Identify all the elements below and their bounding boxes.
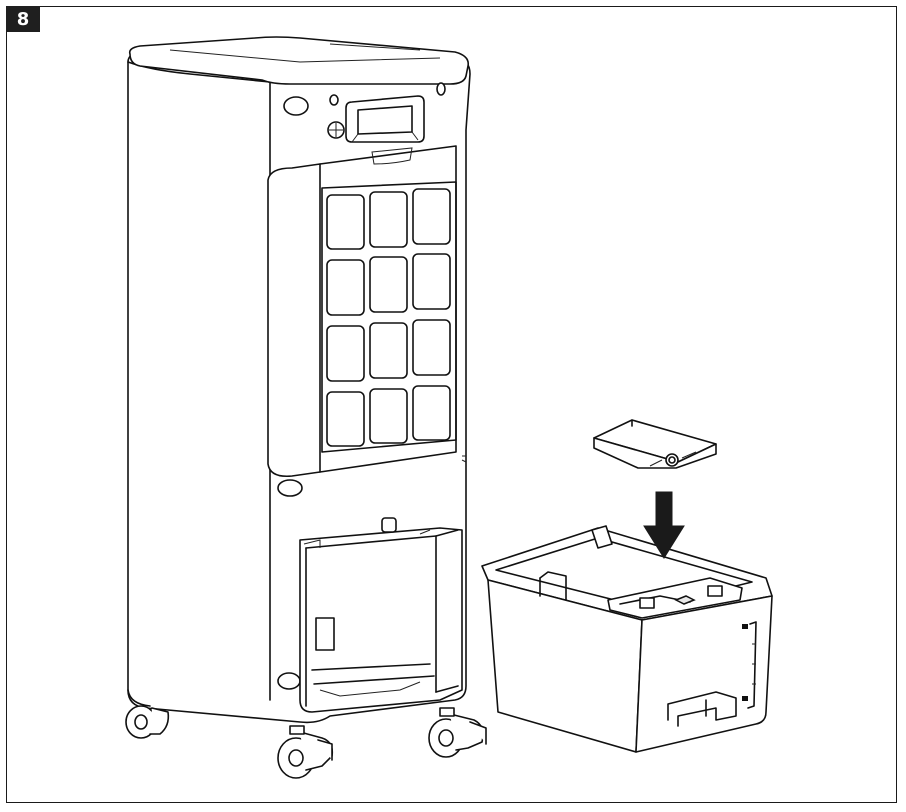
- ice-pack-side: [593, 437, 717, 469]
- caster-wheel-front-left: [277, 725, 334, 779]
- water-tank: [481, 525, 773, 753]
- tank-cavity: [299, 517, 463, 713]
- top-lid: [128, 36, 470, 85]
- down-arrow-icon: [643, 491, 685, 559]
- tank-side-wall: [635, 595, 773, 753]
- insert-direction-arrow: [643, 491, 685, 559]
- step-number-badge: 8: [6, 6, 40, 32]
- filter-grid: [326, 188, 451, 447]
- caster-wheel-rear-left: [125, 705, 170, 739]
- carry-handle: [345, 95, 425, 143]
- filter-grid-frame: [321, 181, 457, 453]
- air-cooler-unit: [127, 36, 471, 724]
- front-panel-recess: [267, 163, 321, 478]
- ice-pack: [593, 419, 717, 469]
- water-level-scale: [742, 621, 757, 709]
- caster-wheel-front-right: [428, 707, 487, 758]
- mount-hole-left: [283, 96, 309, 116]
